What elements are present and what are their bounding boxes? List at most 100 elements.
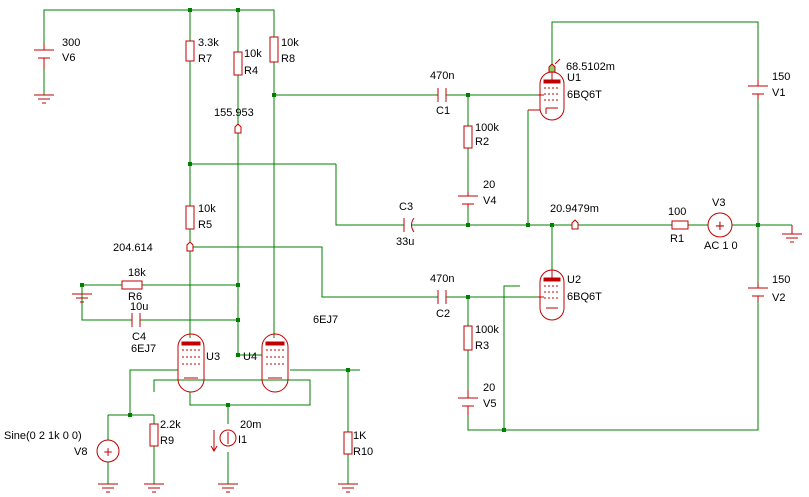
c3-value: 33u [396,236,414,248]
r7-value: 3.3k [198,37,219,49]
battery-v5[interactable]: 20 V5 [458,382,496,415]
u1-type: 6BQ6T [567,89,602,101]
probe-p3[interactable]: 204.614 [113,241,194,254]
battery-v6[interactable]: 300 V6 [34,37,80,70]
probe-p1[interactable]: 68.5102m [548,58,615,73]
r6-ref: R6 [128,291,142,303]
r9-ref: R9 [160,435,174,447]
probe-icon [186,241,194,252]
resistor-r10[interactable]: 1K R10 [343,430,373,458]
c4-ref: C4 [132,331,146,343]
r5-ref: R5 [198,219,212,231]
probe-icon [234,123,242,134]
u2-ref: U2 [567,274,581,286]
ground-icon [72,293,92,303]
i1-value: 20m [240,419,261,431]
v2-value: 150 [772,274,790,286]
capacitor-c2[interactable]: 470n C2 [430,273,454,320]
tube-u2[interactable]: U2 6BQ6T [538,269,602,321]
resistor-r5[interactable]: 10k R5 [185,203,216,231]
ground-icon [98,483,118,493]
wires [43,9,792,484]
battery-v1[interactable]: 150 V1 [748,71,790,100]
u4-type: 6EJ7 [313,314,338,326]
r7-ref: R7 [198,53,212,65]
v1-ref: V1 [772,87,785,99]
capacitor-c1[interactable]: 470n C1 [430,70,454,117]
tube-u1[interactable]: U1 6BQ6T [528,71,602,121]
r6-value: 18k [128,267,146,279]
v6-ref: V6 [62,52,75,64]
v3-value: AC 1 0 [704,240,738,252]
v1-value: 150 [772,71,790,83]
r10-ref: R10 [353,446,373,458]
v2-ref: V2 [772,292,785,304]
v6-value: 300 [62,37,80,49]
ac-source-v3[interactable]: + V3 AC 1 0 [704,197,738,252]
resistor-r2[interactable]: 100k R2 [463,122,499,149]
probe-icon [548,63,556,73]
ground-icon [338,483,358,493]
c3-ref: C3 [399,201,413,213]
probe-p4[interactable]: 20.9479m [550,203,599,230]
resistor-r8[interactable]: 10k R8 [269,36,299,65]
r1-ref: R1 [670,233,684,245]
svg-text:+: + [103,445,113,459]
v5-ref: V5 [483,398,496,410]
p2-value: 155.953 [214,107,254,119]
ground-icon [218,483,238,493]
u2-type: 6BQ6T [567,291,602,303]
u1-ref: U1 [567,72,581,84]
battery-v2[interactable]: 150 V2 [748,274,790,304]
capacitor-c3[interactable]: C3 33u [396,201,415,248]
v4-ref: V4 [483,195,496,207]
resistor-r3[interactable]: 100k R3 [463,324,499,352]
r2-ref: R2 [475,136,489,148]
r8-value: 10k [281,37,299,49]
c1-ref: C1 [436,105,450,117]
c2-value: 470n [430,273,454,285]
v4-value: 20 [483,179,495,191]
u4-ref: U4 [243,351,257,363]
r10-value: 1K [353,430,367,442]
junctions [80,8,760,432]
v3-ref: V3 [712,197,725,209]
r3-ref: R3 [475,340,489,352]
p4-value: 20.9479m [550,203,599,215]
r4-value: 10k [244,48,262,60]
ground-icon [144,483,164,493]
i1-ref: I1 [238,434,247,446]
probe-icon [571,219,579,230]
p1-value: 68.5102m [566,61,615,73]
r1-value: 100 [668,206,686,218]
r4-ref: R4 [244,65,258,77]
capacitor-c4[interactable]: 10u C4 [130,301,148,343]
battery-v4[interactable]: 20 V4 [458,179,496,208]
tube-u3[interactable]: U3 6EJ7 [131,333,220,393]
r9-value: 2.2k [160,419,181,431]
u3-ref: U3 [206,351,220,363]
p3-value: 204.614 [113,242,153,254]
resistor-r9[interactable]: 2.2k R9 [149,419,181,447]
v5-value: 20 [483,382,495,394]
resistor-r6[interactable]: 18k R6 [121,267,146,303]
u3-type: 6EJ7 [131,343,156,355]
resistor-r1[interactable]: 100 R1 [668,206,689,245]
c1-value: 470n [430,70,454,82]
resistor-r7[interactable]: 3.3k R7 [185,37,219,65]
ground-icon [34,94,54,104]
probe-p2[interactable]: 155.953 [214,107,254,134]
r3-value: 100k [475,324,499,336]
tube-u4[interactable]: U4 6EJ7 [243,314,338,393]
svg-text:+: + [715,219,726,234]
r8-ref: R8 [281,53,295,65]
c4-value: 10u [130,301,148,313]
current-source-i1[interactable]: 20m I1 [210,419,261,452]
c2-ref: C2 [436,308,450,320]
v8-ref: V8 [74,446,87,458]
sine-source-v8[interactable]: + Sine(0 2 1k 0 0) V8 [4,430,120,463]
r5-value: 10k [198,203,216,215]
v8-value: Sine(0 2 1k 0 0) [4,430,82,442]
resistor-r4[interactable]: 10k R4 [233,48,262,77]
